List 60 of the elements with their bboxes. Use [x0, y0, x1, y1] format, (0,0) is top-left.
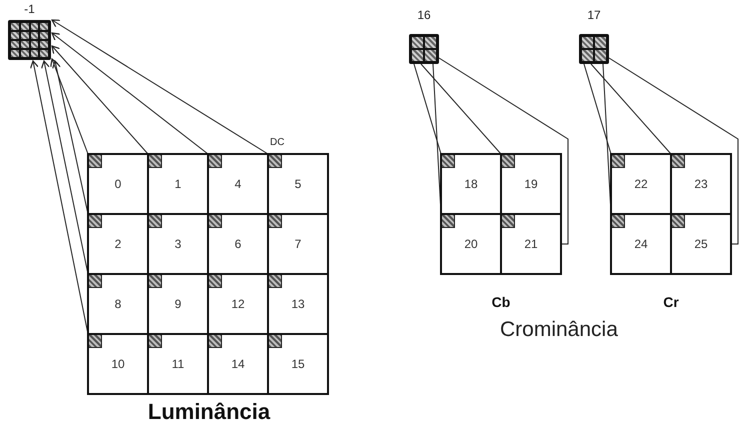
block-number: 10 [110, 357, 126, 371]
block-number: 14 [230, 357, 246, 371]
section-title: Crominância [500, 318, 618, 342]
block-cell [610, 213, 672, 275]
block-number: 17 [586, 8, 602, 22]
block-cell [670, 153, 732, 215]
block-grid [440, 153, 562, 310]
block-number: 6 [234, 237, 242, 251]
block-number: 7 [294, 237, 302, 251]
connector-line [414, 64, 442, 154]
block-number: 19 [523, 177, 539, 191]
block-cell [267, 213, 329, 275]
connector-line [438, 58, 568, 244]
block-cell [440, 213, 502, 275]
block-number: 9 [174, 297, 182, 311]
block-cell [267, 333, 329, 395]
block-number: 23 [693, 177, 709, 191]
block-number: 11 [170, 357, 186, 371]
block-number: 5 [294, 177, 302, 191]
block-number: 15 [290, 357, 306, 371]
block-number: 21 [523, 237, 539, 251]
block-cell [267, 273, 329, 335]
block-grid [610, 153, 732, 310]
block-number: 4 [234, 177, 242, 191]
block-number: 13 [290, 297, 306, 311]
arrow [51, 19, 268, 154]
block-number: 0 [114, 177, 122, 191]
dc-block [8, 2, 51, 60]
connector-line [584, 64, 612, 154]
block-cell [267, 153, 329, 215]
dc-block [409, 8, 439, 64]
block-number: -1 [23, 2, 36, 16]
arrow [50, 58, 88, 154]
block-cell [147, 333, 209, 395]
block-number: 2 [114, 237, 122, 251]
block-number: 3 [174, 237, 182, 251]
arrow [51, 45, 148, 154]
block-cell [500, 153, 562, 215]
block-number: 16 [416, 8, 432, 22]
block-number: 12 [230, 297, 246, 311]
block-cell [670, 213, 732, 275]
dc-block [579, 8, 609, 64]
block-number: 20 [463, 237, 479, 251]
block-number: 1 [174, 177, 182, 191]
block-number: 18 [463, 177, 479, 191]
grid-caption: Cr [662, 294, 680, 310]
block-cell [87, 333, 149, 395]
connector-line [420, 64, 502, 154]
grid-caption: Luminância [146, 399, 272, 425]
connector-line [590, 64, 672, 154]
arrow [51, 32, 208, 154]
block-number: 25 [693, 237, 709, 251]
block-cell [207, 333, 269, 395]
dc-label: DC [270, 137, 284, 148]
grid-caption: Cb [490, 294, 512, 310]
connector-line [608, 58, 738, 244]
block-number: 8 [114, 297, 122, 311]
block-cell [500, 213, 562, 275]
block-number: 22 [633, 177, 649, 191]
block-number: 24 [633, 237, 649, 251]
